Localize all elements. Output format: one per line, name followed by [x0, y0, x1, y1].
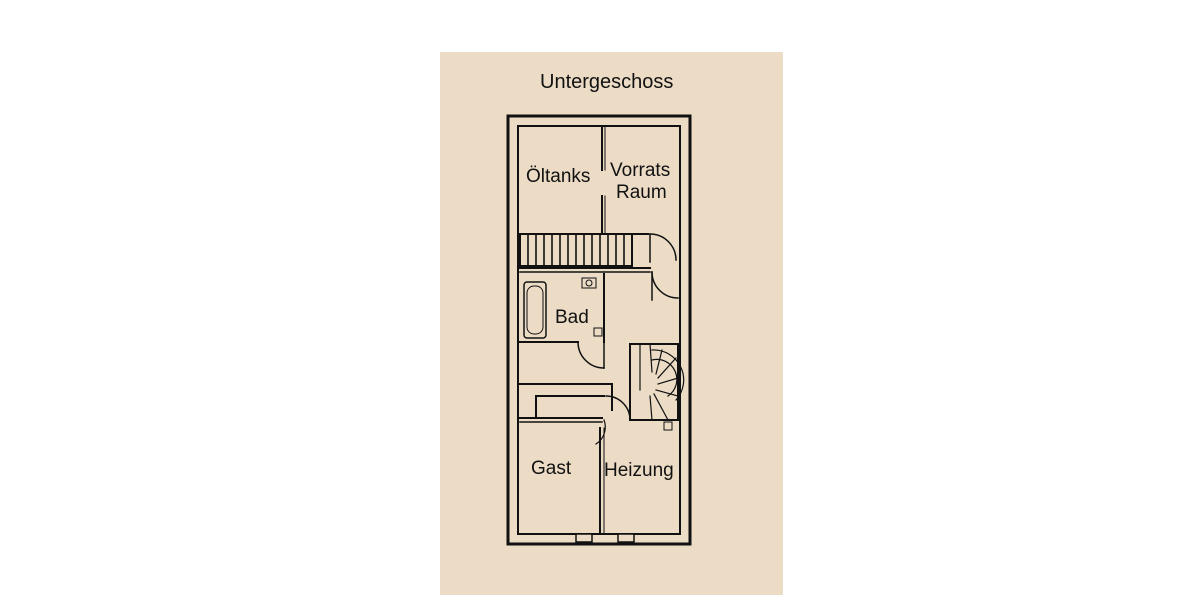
room-label-oeltanks: Öltanks [526, 166, 590, 187]
floor-title: Untergeschoss [540, 71, 673, 93]
door-swing-gast [595, 419, 606, 445]
room-label-bad: Bad [555, 307, 589, 328]
stair-treads [527, 233, 625, 267]
door-swing-heizung [605, 395, 631, 421]
room-label-gast: Gast [531, 458, 572, 479]
room-label-vorrats-line2: Raum [616, 182, 667, 203]
toilet [593, 327, 603, 337]
paper-sheet [440, 52, 783, 595]
door-swing-bad [577, 341, 605, 369]
outer-wall [506, 114, 692, 546]
spiral-stair-treads [639, 343, 685, 421]
basin [581, 277, 597, 289]
door-swing-vorrats [649, 233, 677, 261]
room-label-heizung: Heizung [604, 460, 674, 481]
room-label-vorrats-line1: Vorrats [610, 160, 670, 181]
window-heizung [617, 533, 635, 543]
window-gast [575, 533, 593, 543]
bathtub [523, 281, 547, 339]
floor-plan-drawing [506, 114, 692, 546]
